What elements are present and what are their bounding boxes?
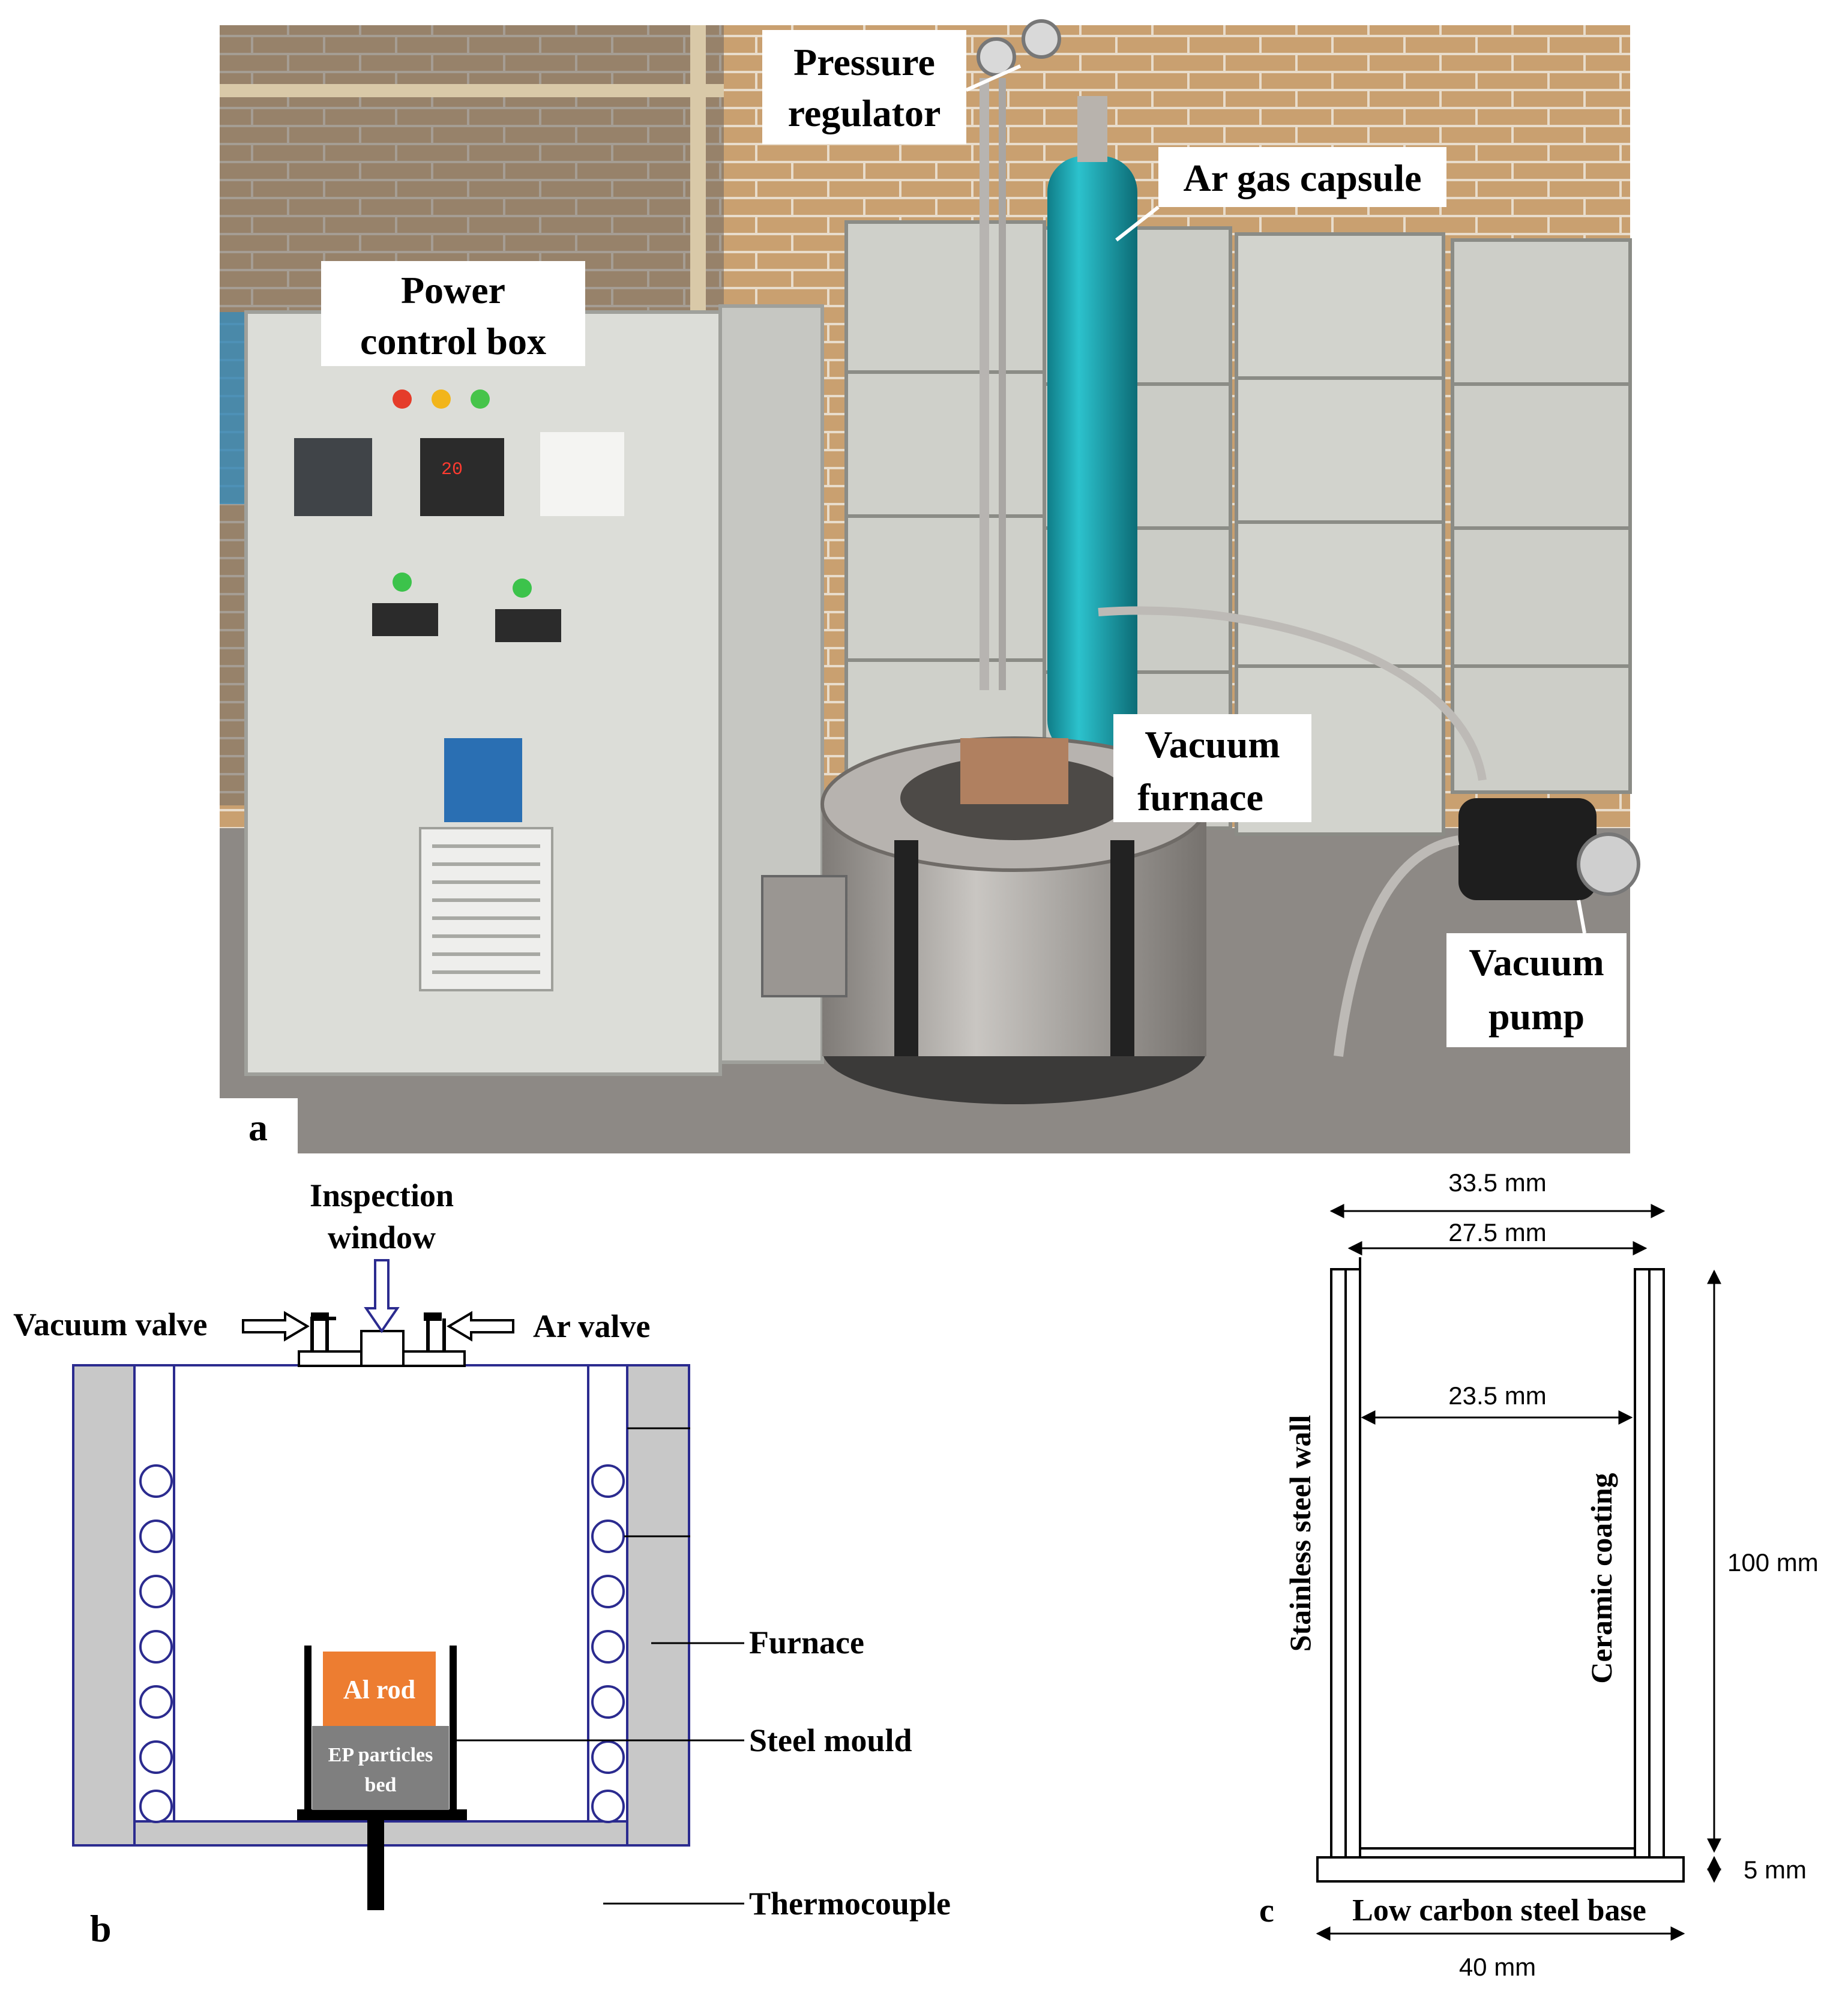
low-carbon-steel-base-label: Low carbon steel base <box>1352 1893 1646 1928</box>
inspection-window-label-2: window <box>328 1219 436 1255</box>
ar-valve-label: Ar valve <box>533 1308 650 1344</box>
svg-text:control box: control box <box>360 320 546 362</box>
label-pressure-regulator: Pressure regulator <box>762 30 966 144</box>
panel-b-letter: b <box>90 1907 112 1950</box>
inspection-window-label-1: Inspection <box>310 1177 454 1213</box>
stainless-steel-wall-label: Stainless steel wall <box>1283 1415 1317 1652</box>
ceramic-coating-label: Ceramic coating <box>1585 1473 1618 1683</box>
vacuum-valve-port <box>310 1317 336 1351</box>
vacuum-valve-label: Vacuum valve <box>13 1306 208 1342</box>
vacuum-valve-arrow <box>242 1311 310 1342</box>
power-control-cabinet: 20 <box>244 304 824 1076</box>
thermocouple-label: Thermocouple <box>749 1886 951 1922</box>
svg-text:pump: pump <box>1488 995 1585 1038</box>
pointer-pressure-regulator <box>965 64 1022 92</box>
svg-text:Pressure: Pressure <box>793 41 935 83</box>
heating-coils <box>139 1464 625 1823</box>
dim-height: 100 mm <box>1727 1548 1819 1577</box>
ar-valve-arrow <box>447 1311 514 1342</box>
label-ar-gas-capsule: Ar gas capsule <box>1158 147 1446 207</box>
panel-c-letter: c <box>1259 1892 1274 1929</box>
svg-text:Vacuum: Vacuum <box>1145 723 1280 766</box>
dim-inner-width: 27.5 mm <box>1448 1218 1546 1246</box>
pointer-vacuum-pump <box>1577 900 1586 934</box>
panel-c-drawing: 33.5 mm 27.5 mm 23.5 mm 100 mm 5 mm 40 m… <box>1259 1168 1819 1981</box>
label-vacuum-pump: Vacuum pump <box>1446 933 1627 1047</box>
vacuum-pump <box>1098 606 1640 1057</box>
svg-text:Vacuum: Vacuum <box>1469 941 1604 984</box>
label-power-control-box: Power control box <box>321 261 585 366</box>
svg-text:20: 20 <box>441 460 463 480</box>
dim-base-thickness: 5 mm <box>1744 1856 1807 1884</box>
inspection-window-port <box>360 1330 405 1367</box>
ep-bed-label-line2: bed <box>365 1774 397 1796</box>
ar-valve-port <box>426 1318 446 1351</box>
ep-particles-bed <box>312 1726 449 1810</box>
dim-cavity-width: 23.5 mm <box>1448 1381 1546 1410</box>
steel-base <box>1316 1856 1685 1883</box>
thermocouple <box>367 1820 384 1910</box>
panel-b-schematic: Al rod EP particles bed Inspection windo… <box>13 1177 951 1950</box>
mould-base-plate <box>297 1809 467 1820</box>
svg-text:regulator: regulator <box>788 92 941 134</box>
panel-a-letter-box: a <box>220 1098 298 1153</box>
inspection-window-arrow <box>364 1259 400 1333</box>
steel-mould-label: Steel mould <box>749 1722 912 1758</box>
panel-a-letter: a <box>248 1106 268 1149</box>
svg-text:Ar gas capsule: Ar gas capsule <box>1183 157 1421 199</box>
al-rod <box>323 1652 436 1726</box>
al-rod-label: Al rod <box>343 1675 415 1704</box>
steel-mould <box>304 1646 457 1817</box>
vacuum-furnace <box>761 736 1208 1104</box>
argon-cylinder <box>977 19 1137 756</box>
panel-a-photo: 20 <box>220 19 1640 1153</box>
svg-text:furnace: furnace <box>1137 776 1263 819</box>
furnace-label: Furnace <box>749 1625 864 1661</box>
label-vacuum-furnace: Vacuum furnace <box>1113 714 1311 822</box>
dim-base-width: 40 mm <box>1459 1953 1536 1981</box>
inner-cavity <box>1359 1269 1636 1850</box>
ep-bed-label-line1: EP particles <box>328 1744 433 1766</box>
pointer-ar-gas-capsule <box>1115 205 1160 242</box>
dim-outer-width: 33.5 mm <box>1448 1168 1546 1197</box>
svg-text:Power: Power <box>401 269 505 311</box>
